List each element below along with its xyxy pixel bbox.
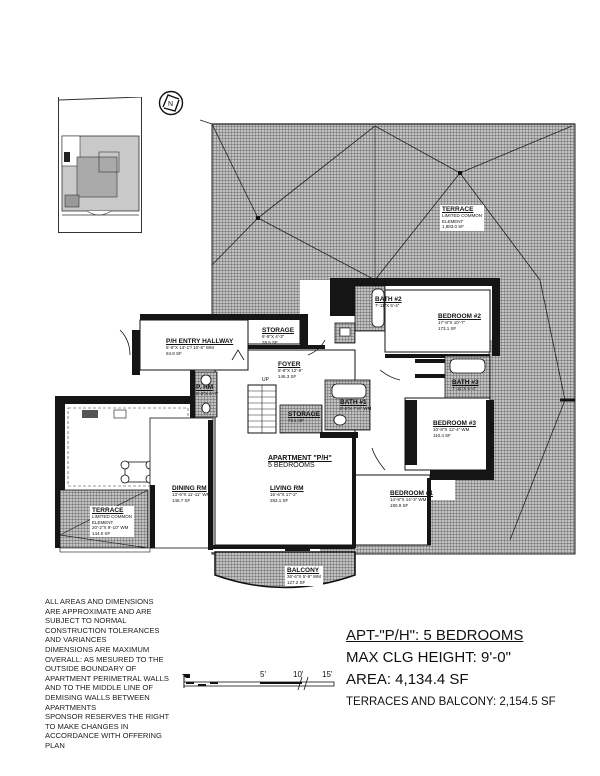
apartment-label: APARTMENT "P/H" 5 BEDROOMS bbox=[268, 455, 332, 469]
key-plan bbox=[58, 97, 142, 233]
room-label-bath-2: BATH #2 7'-11"X 5'-4" bbox=[375, 296, 402, 308]
key-plan-drawing bbox=[59, 97, 142, 216]
room-label-storage-2: STORAGE 78.1 SF bbox=[288, 411, 321, 423]
disclaimer-notes: ALL AREAS AND DIMENSIONS ARE APPROXIMATE… bbox=[45, 597, 170, 750]
room-label-foyer: FOYER 8'-8"X 12'-9" 146.3 SF bbox=[278, 361, 303, 379]
room-label-bedroom-1: BEDROOM #1 14'-8"X 14'-3" WM 180.9 SF bbox=[390, 490, 433, 508]
scale-tick-5: 5' bbox=[260, 670, 266, 679]
north-arrow-icon: N bbox=[158, 90, 184, 116]
stair-up-label: UP bbox=[262, 377, 269, 383]
scale-tick-10: 10' bbox=[293, 670, 304, 679]
svg-text:N: N bbox=[168, 101, 173, 108]
room-label-bath-1: BATH #1 8'-5"X 7'-6" WM bbox=[340, 399, 372, 411]
room-label-bedroom-2: BEDROOM #2 17'-8"X 10'-7" 173.1 SF bbox=[438, 313, 481, 331]
room-label-storage: STORAGE 6'-9"X 4'-3" 28.5 SF bbox=[262, 327, 295, 345]
room-label-entry-hallway: P/H ENTRY HALLWAY 6'-6"X 14'-1"/ 10'-6" … bbox=[166, 338, 234, 356]
floor-plan bbox=[55, 119, 576, 589]
room-label-terrace-main: TERRACE LIMITED COMMON ELEMENT 1,883.0 S… bbox=[440, 205, 484, 231]
room-label-dining-rm: DINING RM 13'-6"X 11'-11" WM 146.7 SF bbox=[172, 485, 211, 503]
room-label-balcony: BALCONY 36'-6"X 5'-9" WM 127.2 SF bbox=[285, 566, 323, 586]
room-label-bedroom-3: BEDROOM #3 10'-8"X 12'-4" WM 110.4 SF bbox=[433, 420, 476, 438]
unit-title: APT-"P/H": 5 BEDROOMS bbox=[346, 627, 524, 644]
room-label-powder-room: P. RM 5'-3"X 6'-7" bbox=[196, 384, 219, 396]
unit-area: AREA: 4,134.4 SF bbox=[346, 671, 469, 688]
scale-tick-15: 15' bbox=[322, 670, 333, 679]
unit-summary: APT-"P/H": 5 BEDROOMS MAX CLG HEIGHT: 9'… bbox=[346, 625, 586, 713]
scale-bar: 5' 10' 15' bbox=[180, 670, 340, 692]
room-label-terrace-small: TERRACE LIMITED COMMON ELEMENT 20'-2"X 9… bbox=[90, 506, 134, 537]
terrace-balcony-area: TERRACES AND BALCONY: 2,154.5 SF bbox=[346, 696, 556, 708]
room-label-bath-3: BATH #3 7'-11"X 5'-4" bbox=[452, 379, 479, 391]
room-label-living-rm: LIVING RM 16'-6"X 17'-2" 283.1 SF bbox=[270, 485, 304, 503]
ceiling-height: MAX CLG HEIGHT: 9'-0" bbox=[346, 649, 511, 666]
